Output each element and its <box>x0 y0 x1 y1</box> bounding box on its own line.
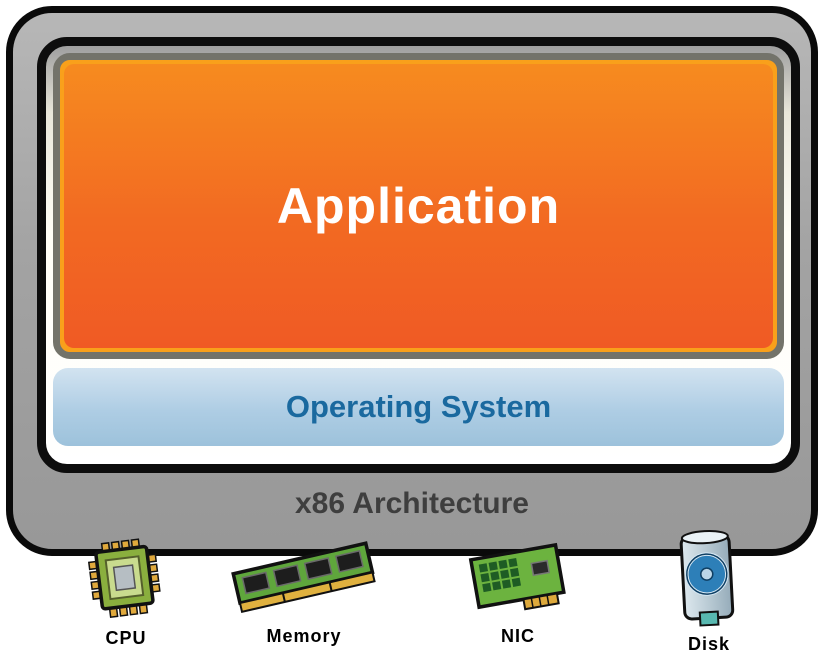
memory-ram-icon <box>231 541 376 614</box>
hardware-item-disk: Disk <box>668 524 750 655</box>
memory-label: Memory <box>266 626 342 646</box>
cpu-chip-icon <box>87 538 161 618</box>
cpu-label: CPU <box>105 628 147 648</box>
application-box-fill: Application <box>64 64 773 348</box>
hardware-item-memory: Memory <box>228 528 380 647</box>
operating-system-label: Operating System <box>285 389 552 424</box>
hardware-item-nic: NIC <box>462 536 574 647</box>
application-box: Application <box>53 53 784 359</box>
hardware-item-cpu: CPU <box>78 532 174 649</box>
nic-label: NIC <box>501 626 535 646</box>
disk-drive-icon <box>679 530 735 627</box>
inner-frame: Application Operating System <box>37 37 800 473</box>
operating-system-bar: Operating System <box>53 368 784 446</box>
architecture-label: x86 Architecture <box>295 487 529 520</box>
x86-chassis-box: Application Operating System x86 Archite… <box>6 6 818 556</box>
nic-card-icon <box>468 542 566 611</box>
application-label: Application <box>276 178 561 234</box>
disk-label: Disk <box>687 634 731 654</box>
